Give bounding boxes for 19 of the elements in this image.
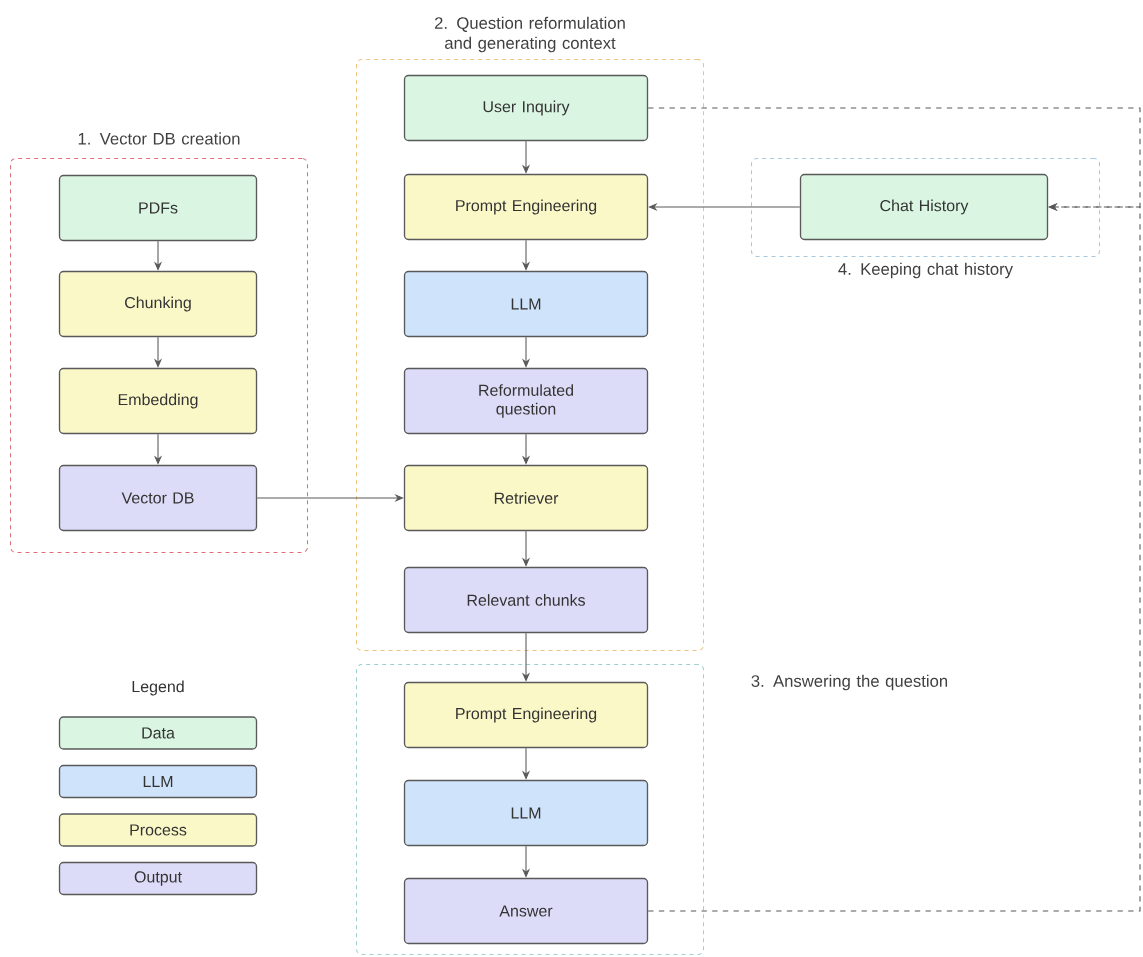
section-heading: 2. Question reformulation and generating context: [434, 16, 625, 53]
process-box: LLM: [403, 779, 649, 847]
process-box: Prompt Engineering: [403, 173, 649, 241]
process-box: LLM: [403, 270, 649, 338]
process-box: Retriever: [403, 464, 649, 532]
legend-title: Legend: [132, 680, 184, 696]
process-box: Relevant chunks: [403, 566, 649, 634]
process-box: Chunking: [58, 270, 258, 338]
process-box: PDFs: [58, 174, 258, 242]
process-box: Chat History: [799, 173, 1049, 241]
process-box: Embedding: [58, 367, 258, 435]
process-box: User Inquiry: [403, 74, 649, 142]
process-box: Reformulated question: [403, 367, 649, 435]
section-heading: 3. Answering the question: [751, 674, 948, 691]
section-heading: 1. Vector DB creation: [78, 132, 240, 145]
process-box: Vector DB: [58, 464, 258, 532]
section-heading: 4. Keeping chat history: [838, 262, 1013, 279]
process-box: Answer: [403, 877, 649, 945]
process-box: Prompt Engineering: [403, 681, 649, 749]
